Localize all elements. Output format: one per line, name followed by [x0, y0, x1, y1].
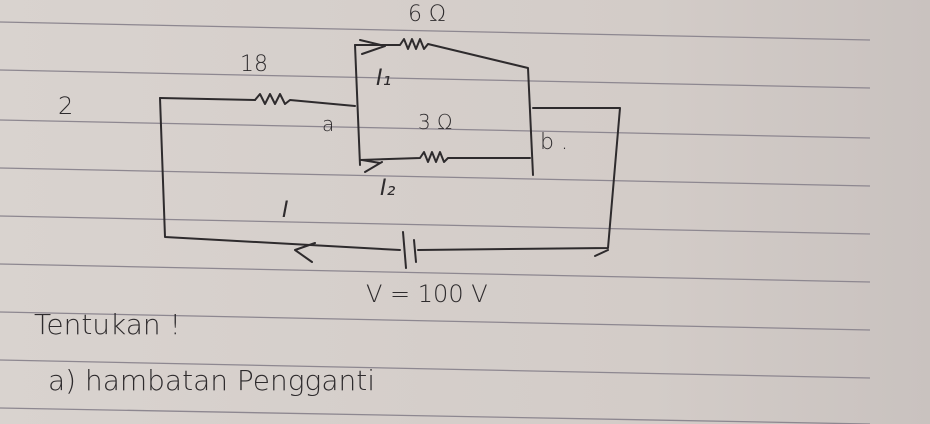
question-item-a: a) hambatan Pengganti: [48, 364, 376, 397]
resistor-18: [254, 93, 356, 107]
arrow-i2: [361, 159, 383, 173]
problem-number: 2: [58, 92, 74, 120]
label-r-series: 18: [240, 52, 268, 77]
ruled-line: [0, 167, 871, 187]
arrow-i: [294, 242, 316, 263]
label-node-b: b .: [540, 130, 568, 155]
ruled-line: [0, 263, 871, 283]
label-voltage: V = 100 V: [366, 280, 488, 308]
battery-symbol: [402, 231, 417, 269]
resistor-6: [354, 38, 534, 176]
ruled-line: [0, 407, 871, 424]
ruled-line: [0, 69, 871, 89]
wire: [417, 107, 621, 251]
wire: [354, 44, 361, 166]
resistor-3: [359, 151, 531, 163]
label-node-a: a: [322, 112, 335, 136]
wire: [159, 97, 256, 101]
label-r-top: 6 Ω: [408, 2, 446, 27]
ruled-line: [0, 21, 871, 41]
ruled-lines: [0, 21, 871, 424]
ruled-line: [0, 119, 871, 139]
label-current-i2: I₂: [380, 176, 396, 201]
ruled-line: [0, 311, 871, 331]
ruled-line: [0, 215, 871, 235]
label-current-i1: I₁: [376, 66, 392, 91]
arrow-i1: [359, 39, 386, 55]
label-current-i: I: [282, 198, 289, 223]
wire: [159, 97, 401, 251]
label-r-bottom: 3 Ω: [418, 110, 453, 134]
question-prompt: Tentukan !: [34, 308, 181, 341]
ruled-line: [0, 359, 871, 379]
wire-tick: [594, 249, 609, 257]
